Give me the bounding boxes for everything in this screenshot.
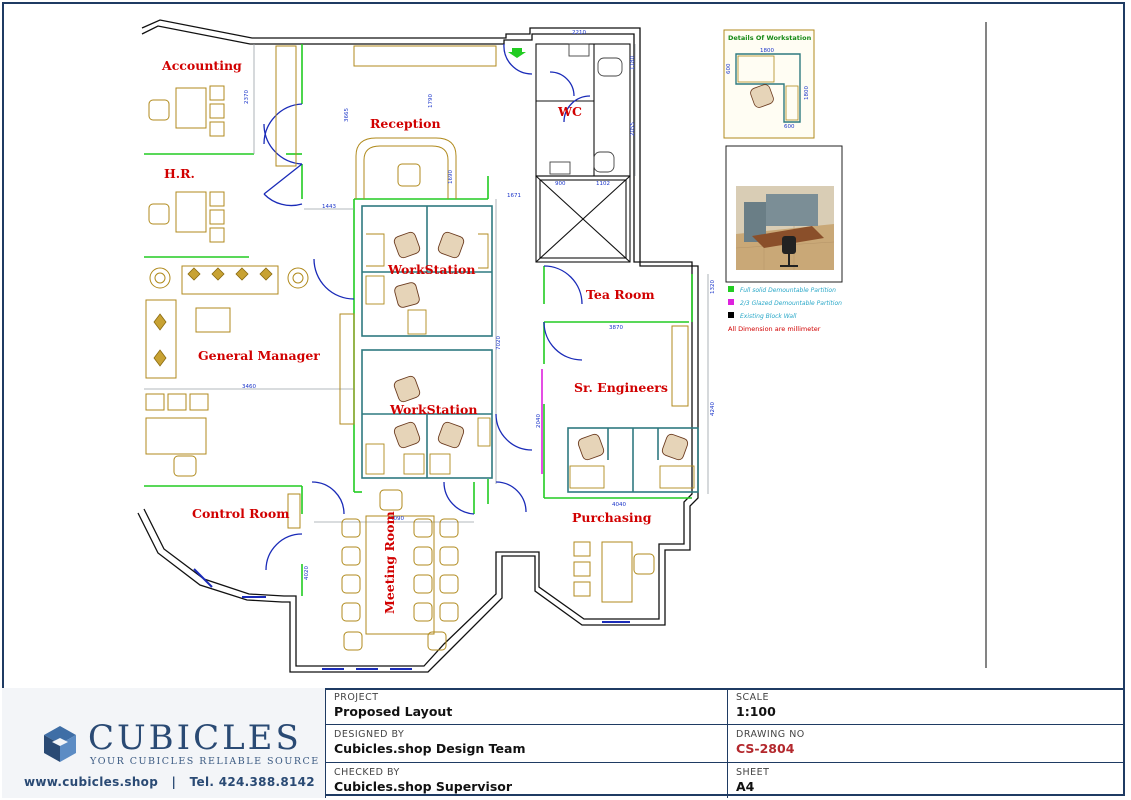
sheet-cell: SHEET A4 (728, 763, 1125, 798)
meeting-chairs (341, 518, 459, 651)
dimension-mark: 1443 (322, 204, 336, 210)
dimension-mark: 1180 (630, 56, 636, 70)
brand-name: CUBICLES (88, 718, 302, 758)
scale-label: SCALE (736, 692, 769, 703)
room-label-sr-engineers: Sr. Engineers (574, 380, 668, 395)
dimension-mark: 7020 (496, 336, 502, 350)
room-label-reception: Reception (370, 116, 441, 131)
drawing-value: CS-2804 (736, 741, 795, 756)
room-label-control-room: Control Room (192, 506, 289, 521)
interior-lines (144, 44, 709, 523)
room-label-tea-room: Tea Room (586, 287, 655, 302)
dimension-mark: 3665 (344, 108, 350, 122)
legend-label-wall: Existing Block Wall (740, 313, 797, 320)
solid-partitions (144, 44, 693, 596)
project-cell: PROJECT Proposed Layout (326, 688, 728, 725)
wc-walls (535, 43, 631, 263)
workstation-detail-title: Details Of Workstation (728, 34, 812, 42)
detail-dimension: 1800 (804, 86, 810, 100)
dimension-mark: 1790 (428, 94, 434, 108)
legend-label-solid: Full solid Demountable Partition (740, 287, 836, 294)
dimension-mark: 1671 (507, 193, 521, 199)
legend-label-glazed: 2/3 Glazed Demountable Partition (740, 300, 842, 307)
legend: Full solid Demountable Partition 2/3 Gla… (728, 286, 842, 333)
floor-plan: 2370 3665 1790 1443 1690 1671 2210 1180 … (4, 4, 1131, 688)
dimension-mark: 2055 (630, 122, 636, 136)
drawing-label: DRAWING NO (736, 729, 805, 740)
room-label-accounting: Accounting (161, 58, 242, 73)
legend-note: All Dimension are millimeter (728, 325, 821, 333)
project-value: Proposed Layout (334, 704, 453, 719)
legend-swatch-glazed (728, 299, 734, 305)
room-label-general-manager: General Manager (198, 348, 320, 363)
designed-cell: DESIGNED BY Cubicles.shop Design Team (326, 725, 728, 763)
workstation-detail-box: Details Of Workstation 1800 600 1800 600 (723, 29, 815, 139)
floor-plan-drawing: 2370 3665 1790 1443 1690 1671 2210 1180 … (137, 19, 987, 673)
brand-contact: www.cubicles.shop | Tel. 424.388.8142 (24, 775, 315, 789)
gm-sofa (153, 267, 273, 367)
title-block: CUBICLES YOUR CUBICLES RELIABLE SOURCE w… (2, 688, 1125, 798)
dimension-mark: 2210 (572, 30, 586, 36)
legend-swatch-wall (728, 312, 734, 318)
designed-value: Cubicles.shop Design Team (334, 741, 526, 756)
detail-dimension: 600 (784, 124, 795, 130)
dimension-mark: 4240 (710, 402, 716, 416)
room-label-purchasing: Purchasing (572, 510, 652, 525)
detail-dimension: 1800 (760, 48, 774, 54)
windows (193, 568, 630, 670)
room-label-hr: H.R. (164, 166, 195, 181)
furniture (145, 45, 689, 635)
dimension-mark: 4020 (304, 566, 310, 580)
dimension-mark: 2370 (244, 90, 250, 104)
sheet-label: SHEET (736, 767, 770, 778)
dimension-mark: 4090 (390, 516, 404, 522)
dimension-mark: 3870 (609, 325, 623, 331)
checked-value: Cubicles.shop Supervisor (334, 779, 513, 794)
room-label-meeting-room: Meeting Room (382, 511, 397, 614)
dimension-marks: 2370 3665 1790 1443 1690 1671 2210 1180 … (242, 30, 716, 580)
dimension-mark: 1320 (710, 280, 716, 294)
cube-logo-icon (44, 726, 76, 762)
workstation-partitions (361, 205, 699, 493)
workstation-desks (365, 233, 695, 489)
project-label: PROJECT (334, 692, 379, 703)
checked-cell: CHECKED BY Cubicles.shop Supervisor (326, 763, 728, 798)
workstation-chairs (393, 231, 689, 461)
dimension-mark: 1102 (596, 181, 610, 187)
checked-label: CHECKED BY (334, 767, 400, 778)
doors (263, 43, 591, 571)
scale-cell: SCALE 1:100 (728, 688, 1125, 725)
logo-panel: CUBICLES YOUR CUBICLES RELIABLE SOURCE w… (2, 688, 326, 798)
dimension-mark: 3460 (242, 384, 256, 390)
dimension-mark: 2040 (536, 414, 542, 428)
brand-tagline: YOUR CUBICLES RELIABLE SOURCE (90, 756, 320, 767)
entrance-arrow (508, 48, 526, 58)
dimension-mark: 4040 (612, 502, 626, 508)
scale-value: 1:100 (736, 704, 776, 719)
dimension-mark: 1690 (448, 170, 454, 184)
sheet-value: A4 (736, 779, 755, 794)
workstation-3d-render (725, 145, 843, 283)
room-label-wc: WC (557, 104, 582, 119)
designed-label: DESIGNED BY (334, 729, 405, 740)
exterior-walls (137, 19, 699, 673)
room-label-workstation-1: WorkStation (387, 262, 475, 277)
detail-dimension: 600 (726, 63, 732, 74)
room-label-workstation-2: WorkStation (389, 402, 477, 417)
dimension-mark: 900 (555, 181, 566, 187)
wc-fixtures (549, 43, 623, 175)
legend-swatch-solid (728, 286, 734, 292)
drawing-cell: DRAWING NO CS-2804 (728, 725, 1125, 763)
